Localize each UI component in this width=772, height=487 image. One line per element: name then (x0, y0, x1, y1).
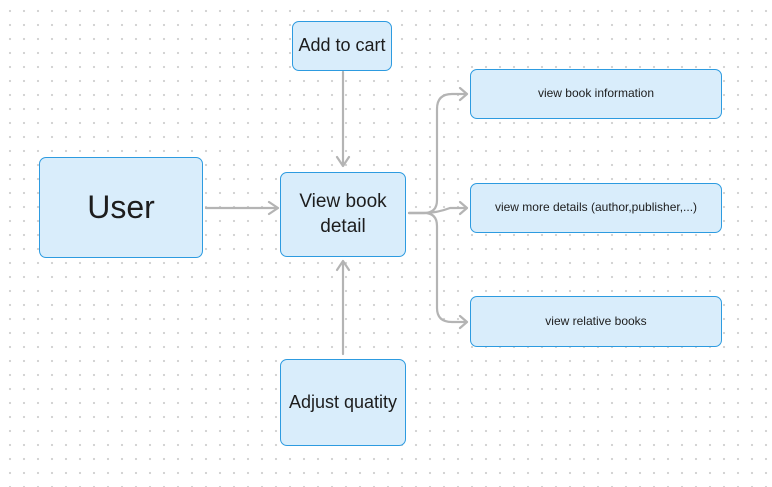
connector-cart-to-detail (335, 70, 351, 168)
node-add-to-cart-label: Add to cart (298, 35, 386, 56)
node-view-more-details-label: view more details (author,publisher,...) (494, 200, 698, 215)
node-view-book-information-label: view book information (537, 86, 655, 101)
connector-adjust-to-detail (335, 259, 351, 356)
node-view-book-detail[interactable]: View book detail (280, 172, 406, 257)
node-user-label: User (87, 188, 155, 225)
node-view-relative-books-label: view relative books (545, 313, 647, 328)
connector-detail-to-info (407, 86, 469, 215)
node-view-book-detail-label: View book detail (299, 190, 387, 237)
node-adjust-quantity-label: Adjust quatity (288, 391, 398, 412)
node-view-more-details[interactable]: view more details (author,publisher,...) (470, 183, 722, 233)
connector-detail-to-relative (407, 211, 469, 330)
node-adjust-quantity[interactable]: Adjust quatity (280, 359, 406, 446)
node-view-book-information[interactable]: view book information (470, 69, 722, 119)
node-user[interactable]: User (39, 157, 203, 258)
node-add-to-cart[interactable]: Add to cart (292, 21, 392, 71)
node-view-relative-books[interactable]: view relative books (470, 296, 722, 347)
connector-detail-to-more (407, 200, 469, 216)
connector-user-to-detail (204, 200, 280, 216)
